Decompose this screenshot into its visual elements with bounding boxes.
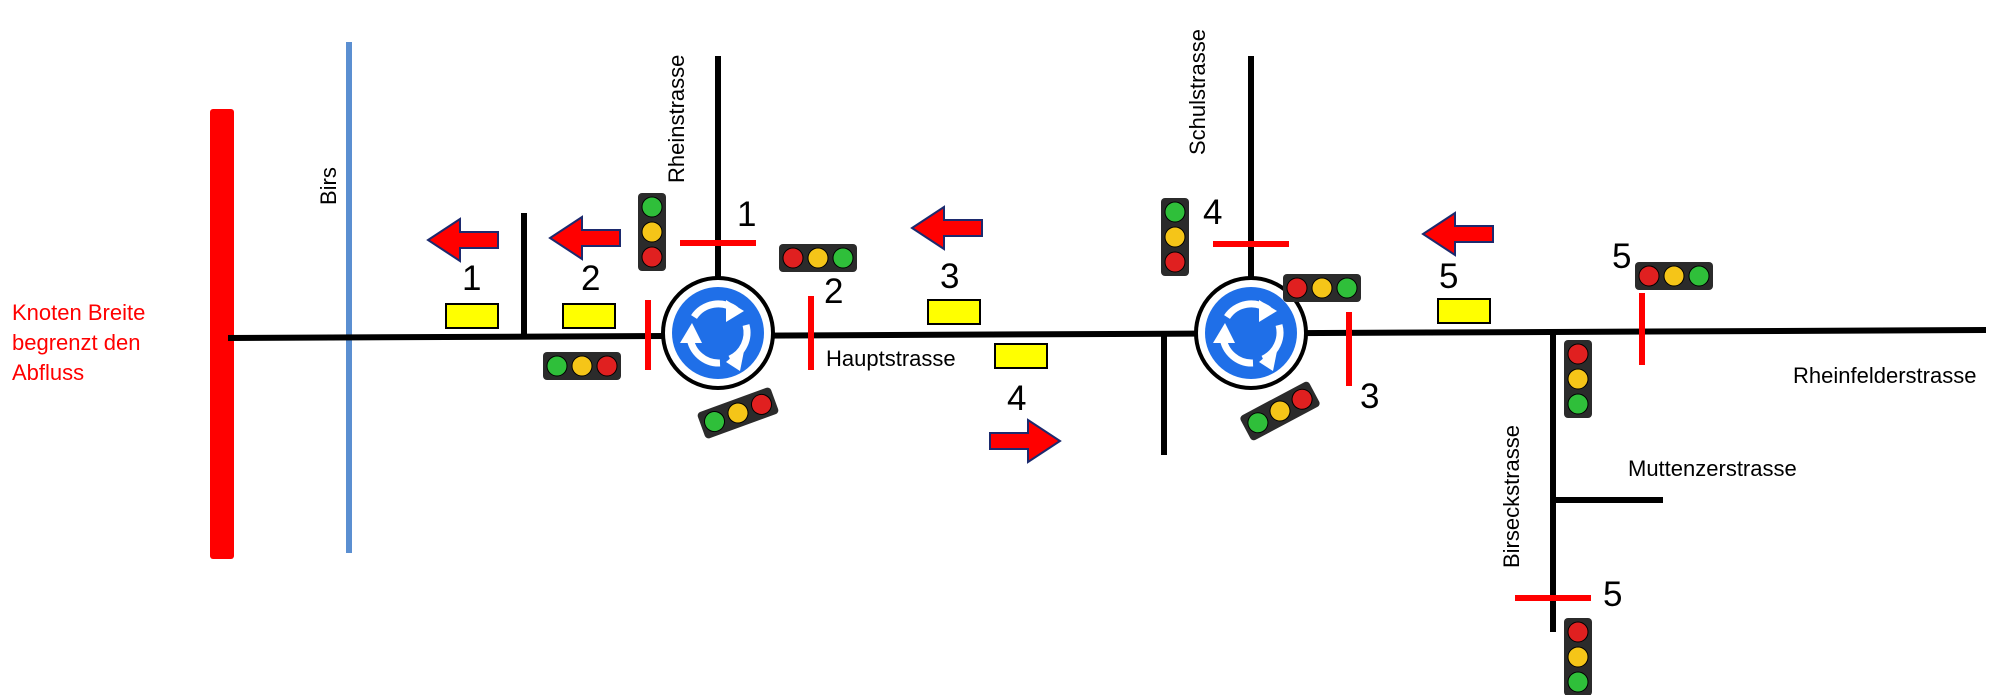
signal-lamp-red [1567, 343, 1589, 365]
signal-lamp-red [1567, 621, 1589, 643]
signal-lamp-red [1164, 251, 1186, 273]
traffic-signals [543, 193, 1713, 695]
main-road [227, 327, 1987, 341]
signal-lamp-green [546, 355, 568, 377]
arrow-left-5 [1421, 211, 1494, 257]
signal-round2-west [1283, 274, 1361, 302]
capacity-note-line-2: begrenzt den [12, 330, 140, 355]
signal-lamp-green [1164, 201, 1186, 223]
signal-lamp-red [1638, 265, 1660, 287]
capacity-note: Knoten Breite begrenzt den Abfluss [12, 300, 151, 385]
phase-number-5-birseck: 5 [1603, 575, 1622, 614]
signal-lamp-green [1567, 671, 1589, 693]
detector-4 [994, 343, 1048, 369]
phase-number-2-round1: 2 [824, 272, 843, 311]
rheinstrasse-label: Rheinstrasse [664, 55, 689, 183]
signal-lamp-red [750, 393, 772, 415]
birseckstrasse-label: Birseckstrasse [1499, 425, 1524, 568]
phase-number-3-mid: 3 [940, 257, 959, 296]
signal-lamp-green [1336, 277, 1358, 299]
signal-lamp-yellow [1269, 400, 1291, 422]
signal-lamp-green [1567, 393, 1589, 415]
hauptstrasse-label: Hauptstrasse [826, 346, 956, 371]
signal-lamp-red [641, 246, 663, 268]
signal-birseck-lower [1564, 618, 1592, 695]
signal-lamp-yellow [1663, 265, 1685, 287]
signal-lamp-yellow [807, 247, 829, 269]
signal-lamp-red [596, 355, 618, 377]
signal-lamp-yellow [727, 402, 749, 424]
phase-number-3-round2: 3 [1360, 377, 1379, 416]
signal-lamp-green [1688, 265, 1710, 287]
phase-number-1-left: 1 [462, 259, 481, 298]
signal-lamp-yellow [571, 355, 593, 377]
phase-number-2-left: 2 [581, 259, 600, 298]
signal-lamp-yellow [1164, 226, 1186, 248]
capacity-note-line-1: Knoten Breite [12, 300, 145, 325]
detector-3 [927, 299, 981, 325]
signal-round1-west [543, 352, 621, 380]
signal-rheinfelder [1635, 262, 1713, 290]
roundabout-icon-1 [663, 278, 773, 388]
phase-number-1-rhein: 1 [737, 195, 756, 234]
phase-number-4-schul: 4 [1203, 193, 1222, 232]
signal-lamp-yellow [1311, 277, 1333, 299]
signal-lamp-yellow [1567, 646, 1589, 668]
detector-2 [562, 303, 616, 329]
arrow-right-4 [989, 418, 1062, 464]
signal-lamp-green [832, 247, 854, 269]
signal-round1-east [779, 244, 857, 272]
phase-number-5-right: 5 [1612, 237, 1631, 276]
detector-5 [1437, 298, 1491, 324]
signal-birseck-upper [1564, 340, 1592, 418]
schulstrasse-label: Schulstrasse [1185, 29, 1210, 155]
signal-lamp-yellow [1567, 368, 1589, 390]
signal-rheinstrasse [638, 193, 666, 271]
signal-round1-south [697, 387, 779, 439]
detector-1 [445, 303, 499, 329]
flow-limit-bar [210, 109, 234, 559]
signal-lamp-red [782, 247, 804, 269]
signal-lamp-green [704, 411, 726, 433]
phase-number-5-mid: 5 [1439, 257, 1458, 296]
capacity-note-line-3: Abfluss [12, 360, 84, 385]
signal-lamp-yellow [641, 221, 663, 243]
signal-round2-south [1240, 381, 1320, 441]
muttenzerstrasse-label: Muttenzerstrasse [1628, 456, 1797, 481]
arrow-left-2 [548, 215, 621, 261]
birs-label: Birs [316, 167, 341, 205]
signal-schulstrasse [1161, 198, 1189, 276]
rheinfelderstrasse-label: Rheinfelderstrasse [1793, 363, 1976, 388]
signal-lamp-green [641, 196, 663, 218]
signal-lamp-red [1291, 388, 1313, 410]
signal-lamp-green [1247, 412, 1269, 434]
phase-number-4-mid: 4 [1007, 379, 1026, 418]
arrow-left-1 [426, 217, 499, 263]
arrow-left-3 [910, 205, 983, 251]
signal-lamp-red [1286, 277, 1308, 299]
